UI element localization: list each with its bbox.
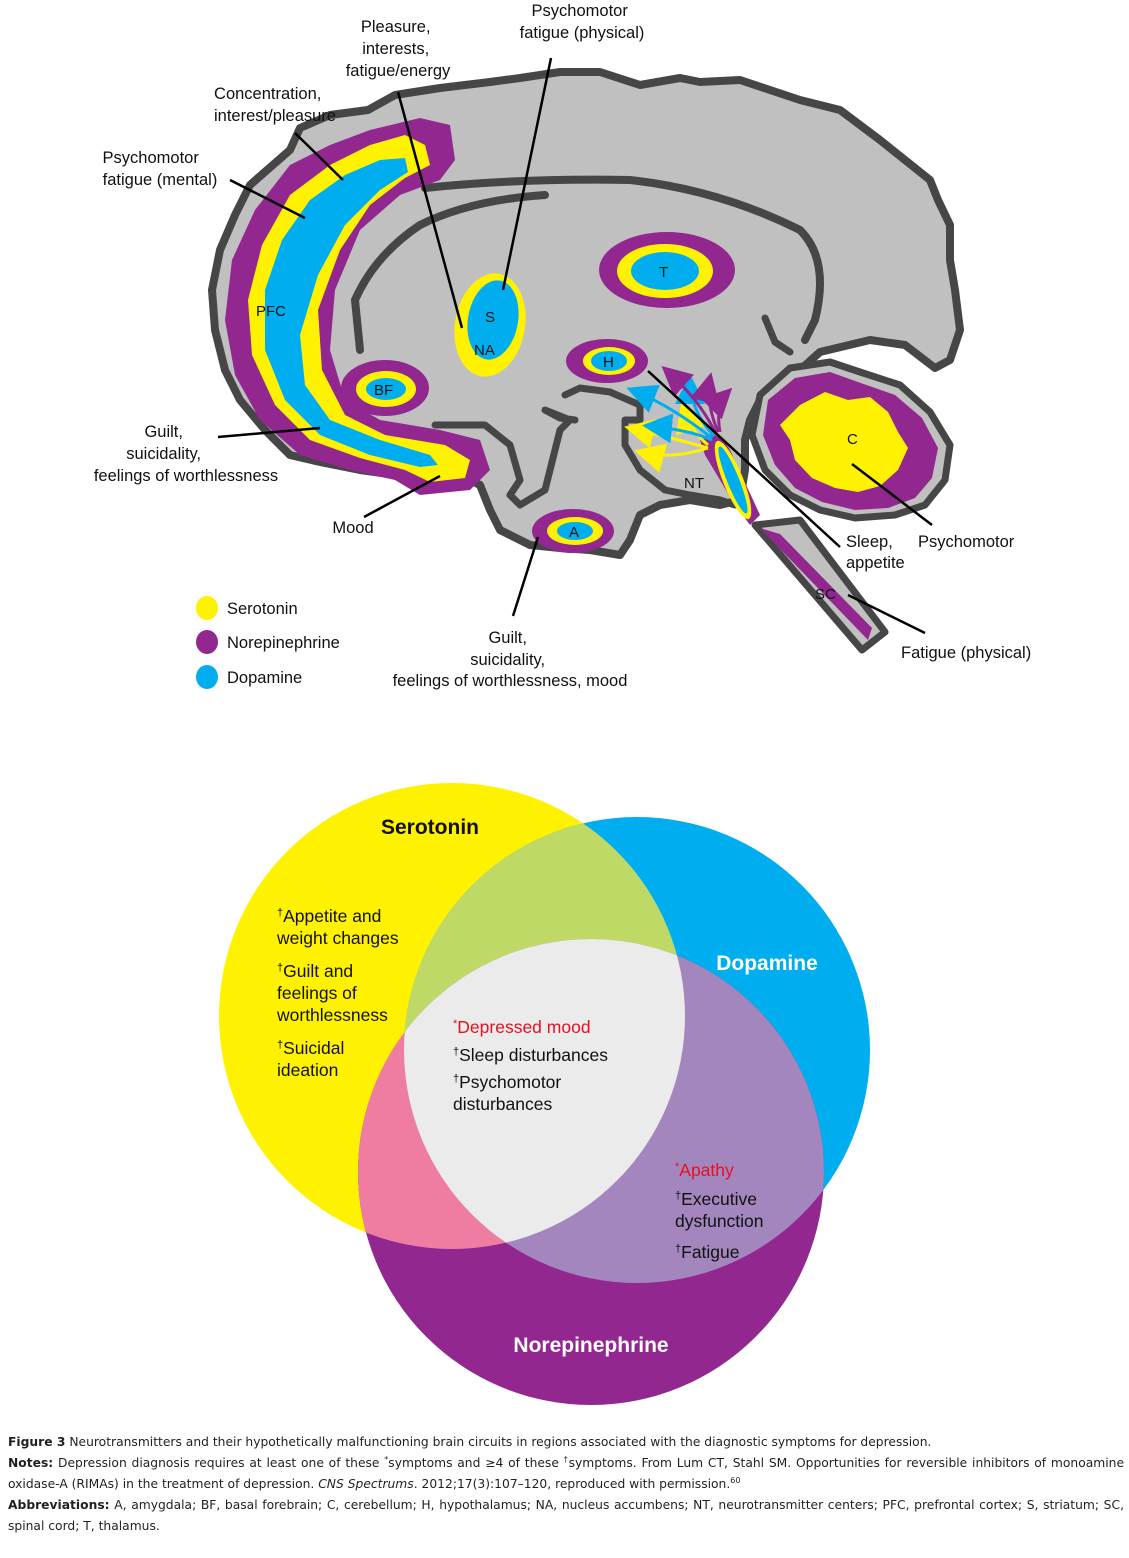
symptom-guilt: †Guilt and feelings of worthlessness [276, 961, 388, 1025]
caption-abbrev-text: A, amygdala; BF, basal forebrain; C, cer… [8, 1498, 1124, 1533]
symptom-apathy: *Apathy [675, 1160, 734, 1180]
spinal-cord-norepinephrine [760, 528, 872, 640]
legend-swatch-dopamine [196, 665, 218, 689]
caption-notes-label: Notes: [8, 1456, 54, 1470]
brain-diagram: PFC S NA T BF H A [94, 2, 1031, 690]
caption-figure-label: Figure 3 [8, 1435, 66, 1449]
callout-guilt-amygdala: Guilt, suicidality, feelings of worthles… [393, 629, 628, 690]
region-label-bf: BF [374, 382, 393, 399]
amygdala-region: A [532, 509, 614, 553]
fornix-line [350, 191, 549, 354]
caption-abbreviations: Abbreviations: A, amygdala; BF, basal fo… [8, 1495, 1124, 1537]
region-label-pfc: PFC [256, 303, 286, 320]
caption-notes: Notes: Depression diagnosis requires at … [8, 1453, 1124, 1495]
cerebellum-notch-line [761, 314, 794, 356]
callout-psychomotor-mental: Psychomotor fatigue (mental) [103, 149, 218, 189]
symptom-fatigue: †Fatigue [675, 1242, 740, 1262]
region-label-na: NA [474, 342, 495, 359]
caption-asterisk: * [384, 1454, 389, 1464]
callout-guilt-pfc: Guilt, suicidality, feelings of worthles… [94, 423, 278, 485]
center-symptom-list: *Depressed mood †Sleep disturbances †Psy… [453, 1017, 608, 1114]
neurotransmitter-centers: NT [624, 366, 760, 525]
callout-psychomotor-physical: Psychomotor fatigue (physical) [520, 2, 645, 42]
legend-swatch-serotonin [196, 596, 218, 620]
symptom-executive-dysfunction: †Executive dysfunction [675, 1189, 764, 1231]
caption-figure-line: Figure 3 Neurotransmitters and their hyp… [8, 1432, 1124, 1453]
callout-fatigue-physical: Fatigue (physical) [901, 644, 1031, 662]
venn-overlap-center [404, 939, 685, 1249]
serotonin-symptom-list: †Appetite and weight changes †Guilt and … [276, 906, 399, 1080]
symptom-sleep-disturbances: †Sleep disturbances [453, 1045, 608, 1065]
callout-concentration: Concentration, interest/pleasure [214, 85, 336, 125]
region-label-sc: SC [815, 586, 836, 603]
region-label-nt: NT [684, 475, 704, 492]
cerebellum-region: C [748, 358, 954, 522]
caption-abbrev-label: Abbreviations: [8, 1498, 110, 1512]
caption-figure-text: Neurotransmitters and their hypothetical… [69, 1435, 932, 1449]
callout-sleep-appetite: Sleep, appetite [846, 533, 905, 572]
venn-diagram: Serotonin Dopamine Norepinephrine †Appet… [219, 783, 870, 1405]
venn-title-norepinephrine: Norepinephrine [513, 1334, 668, 1357]
callout-pleasure: Pleasure, interests, fatigue/energy [346, 18, 451, 80]
symptom-depressed-mood: *Depressed mood [453, 1017, 591, 1037]
region-label-a: A [569, 524, 579, 541]
region-label-t: T [659, 264, 668, 281]
venn-title-dopamine: Dopamine [716, 952, 818, 975]
symptom-suicidal-ideation: †Suicidal ideation [277, 1038, 349, 1080]
caption-dagger: † [563, 1454, 569, 1464]
thalamus-region: T [599, 232, 735, 308]
caption-notes-text: Depression diagnosis requires at least o… [58, 1456, 385, 1470]
hypothalamus-region: H [566, 339, 648, 383]
caption-journal: CNS Spectrums [318, 1477, 414, 1491]
brainstem-outline [431, 406, 579, 509]
callout-mood: Mood [332, 519, 373, 537]
legend-label-norepinephrine: Norepinephrine [227, 634, 340, 652]
caption-notes-text: symptoms and ≥4 of these [388, 1456, 564, 1470]
region-label-s: S [485, 309, 495, 326]
region-label-h: H [603, 354, 614, 371]
callout-psychomotor-cerebellum: Psychomotor [918, 533, 1015, 551]
caption-notes-text: . 2012;17(3):107–120, reproduced with pe… [413, 1477, 731, 1491]
corpus-callosum-line [421, 175, 824, 344]
venn-title-serotonin: Serotonin [381, 816, 479, 839]
legend-label-dopamine: Dopamine [227, 669, 302, 687]
legend: Serotonin Norepinephrine Dopamine [196, 596, 340, 689]
symptom-psychomotor-disturbances: †Psychomotor disturbances [453, 1072, 566, 1114]
striatum-region: S NA [454, 273, 526, 377]
pfc-dopamine-band [265, 158, 438, 467]
legend-swatch-norepinephrine [196, 630, 218, 654]
dopamine-norepinephrine-symptom-list: *Apathy †Executive dysfunction †Fatigue [675, 1160, 764, 1262]
region-label-c: C [847, 431, 858, 448]
symptom-appetite: †Appetite and weight changes [276, 906, 399, 948]
basal-forebrain-region: BF [341, 360, 429, 416]
caption-reference[interactable]: 60 [730, 1475, 741, 1485]
caption-notes-text: symptoms. From Lum CT, Stahl SM. Opportu… [8, 1456, 1125, 1491]
callout-lines [217, 57, 933, 635]
legend-label-serotonin: Serotonin [227, 600, 298, 618]
figure-caption: Figure 3 Neurotransmitters and their hyp… [8, 1432, 1124, 1537]
